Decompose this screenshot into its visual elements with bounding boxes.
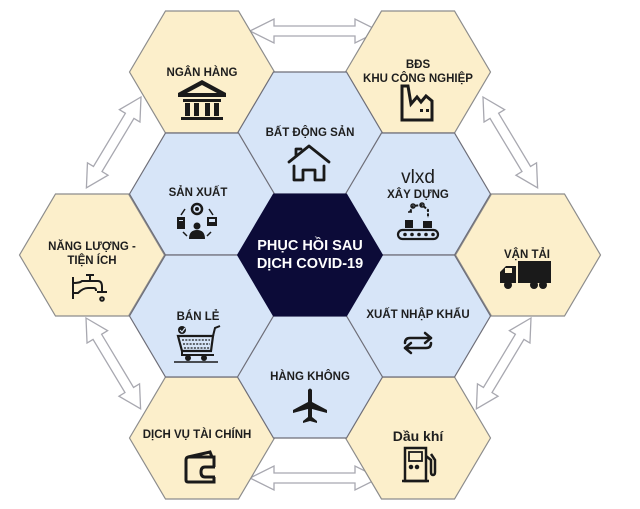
- double-arrow-icon: [482, 95, 539, 190]
- label-bds-kcn: BĐS KHU CÔNG NGHIỆP: [363, 58, 473, 86]
- center-title-line1: PHỤC HỒI SAU: [257, 238, 363, 254]
- fuel-pump-icon: [402, 446, 437, 483]
- label-bat-dong-san: BẤT ĐỘNG SẢN: [265, 127, 355, 139]
- label-dich-vu-tai-chinh: DỊCH VỤ TÀI CHÍNH: [142, 429, 252, 441]
- label-van-tai: VẬN TẢI: [504, 249, 550, 261]
- label-nang-luong: NĂNG LƯỢNG - TIỆN ÍCH: [48, 240, 136, 268]
- center-title: PHỤC HỒI SAU DỊCH COVID-19: [257, 237, 363, 273]
- robot-arm-conveyor-icon: [396, 202, 440, 241]
- label-bds-line2: KHU CÔNG NGHIỆP: [363, 73, 473, 85]
- label-xay-dung: XÂY DỰNG: [387, 189, 449, 201]
- connection-arrows: [85, 17, 539, 492]
- double-arrow-icon: [248, 17, 381, 45]
- double-arrow-icon: [85, 316, 142, 411]
- manufacturing-cycle-icon: [177, 202, 217, 239]
- bank-icon: [178, 80, 226, 120]
- water-tap-icon: [72, 274, 107, 302]
- label-san-xuat: SẢN XUẤT: [168, 187, 228, 199]
- label-dau-khi: Dầu khí: [392, 428, 444, 444]
- label-nang-luong-line1: NĂNG LƯỢNG -: [48, 241, 136, 253]
- label-ngan-hang: NGÂN HÀNG: [166, 67, 238, 79]
- label-xuat-nhap-khau: XUẤT NHẬP KHẨU: [366, 309, 470, 321]
- center-title-line2: DỊCH COVID-19: [256, 256, 364, 272]
- shopping-cart-icon: [174, 325, 221, 363]
- label-nang-luong-line2: TIỆN ÍCH: [67, 255, 117, 267]
- label-hang-khong: HÀNG KHÔNG: [270, 371, 350, 383]
- factory-icon: [400, 84, 434, 122]
- label-ban-le: BÁN LẺ: [176, 311, 220, 323]
- truck-icon: [500, 261, 551, 289]
- airplane-icon: [293, 388, 327, 423]
- wallet-icon: [184, 450, 216, 484]
- label-vlxd: vlxd: [401, 167, 435, 188]
- label-bds-line1: BĐS: [405, 59, 431, 71]
- double-arrow-icon: [85, 95, 142, 190]
- house-icon: [287, 144, 331, 182]
- exchange-arrows-icon: [403, 331, 433, 355]
- double-arrow-icon: [475, 316, 532, 411]
- double-arrow-icon: [248, 464, 381, 492]
